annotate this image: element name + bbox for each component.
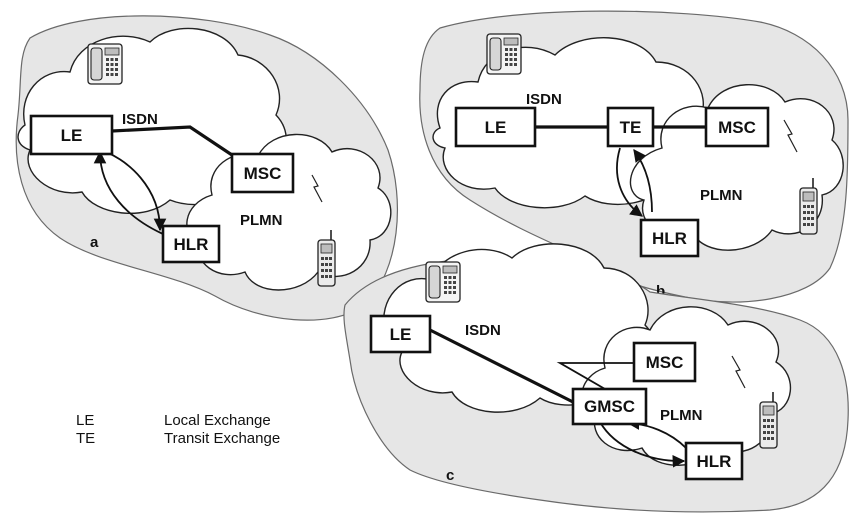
msc-node-a bbox=[230, 152, 295, 194]
signal-gmsc-hlr-c bbox=[599, 421, 686, 468]
hlr-node-b bbox=[639, 218, 700, 258]
trunk-le-gmsc-c bbox=[429, 328, 574, 404]
isdn-label-b: ISDN bbox=[526, 91, 562, 108]
hlr-label-c: HLR bbox=[697, 452, 732, 471]
legend-item: LE Local Exchange bbox=[76, 412, 271, 429]
te-node-b bbox=[606, 106, 655, 148]
gmsc-node-c bbox=[571, 387, 648, 426]
legend-desc: Local Exchange bbox=[164, 412, 271, 429]
msc-node-b bbox=[704, 106, 770, 148]
panel-a-label: a bbox=[90, 234, 99, 251]
desk-phone-icon-b bbox=[486, 33, 522, 75]
trunk-gmsc-msc-c bbox=[556, 362, 634, 390]
radio-signal-a bbox=[311, 174, 323, 203]
legend-abbr: TE bbox=[76, 430, 95, 447]
le-node-b bbox=[454, 106, 537, 148]
panel-c: LE MSC GMSC HLR ISDN PLMN c bbox=[343, 243, 849, 513]
desk-phone-icon-a bbox=[87, 43, 123, 85]
panel-b: LE TE MSC HLR ISDN PLMN b bbox=[419, 10, 849, 303]
hlr-label-b: HLR bbox=[652, 229, 687, 248]
desk-phone-icon-c bbox=[425, 261, 461, 303]
te-label-b: TE bbox=[620, 118, 642, 137]
msc-label-a: MSC bbox=[244, 164, 282, 183]
panel-a: LE MSC HLR ISDN PLMN a bbox=[15, 15, 399, 321]
hlr-node-c bbox=[684, 441, 744, 481]
signal-hlr-te-b bbox=[633, 148, 653, 213]
le-label-a: LE bbox=[61, 126, 83, 145]
msc-label-c: MSC bbox=[646, 353, 684, 372]
le-node-c bbox=[369, 314, 432, 354]
legend: LE Local Exchange TE Transit Exchange bbox=[76, 412, 280, 447]
plmn-label-a: PLMN bbox=[240, 212, 283, 229]
radio-signal-b bbox=[783, 119, 798, 153]
plmn-label-c: PLMN bbox=[660, 407, 703, 424]
signal-te-hlr-b bbox=[616, 147, 644, 217]
panel-c-label: c bbox=[446, 467, 454, 484]
isdn-label-c: ISDN bbox=[465, 322, 501, 339]
legend-abbr: LE bbox=[76, 412, 94, 429]
msc-label-b: MSC bbox=[718, 118, 756, 137]
hlr-node-a bbox=[161, 224, 221, 264]
signal-le-hlr-a bbox=[93, 150, 164, 235]
legend-item: TE Transit Exchange bbox=[76, 430, 280, 447]
msc-node-c bbox=[632, 341, 697, 383]
le-node-a bbox=[29, 114, 114, 156]
plmn-label-b: PLMN bbox=[700, 187, 743, 204]
le-label-b: LE bbox=[485, 118, 507, 137]
isdn-label-a: ISDN bbox=[122, 111, 158, 128]
radio-signal-c bbox=[731, 355, 746, 389]
le-label-c: LE bbox=[390, 325, 412, 344]
gmsc-label-c: GMSC bbox=[584, 397, 635, 416]
legend-desc: Transit Exchange bbox=[164, 430, 280, 447]
hlr-label-a: HLR bbox=[174, 235, 209, 254]
trunk-le-msc-a bbox=[111, 125, 233, 157]
panel-b-label: b bbox=[656, 283, 665, 300]
